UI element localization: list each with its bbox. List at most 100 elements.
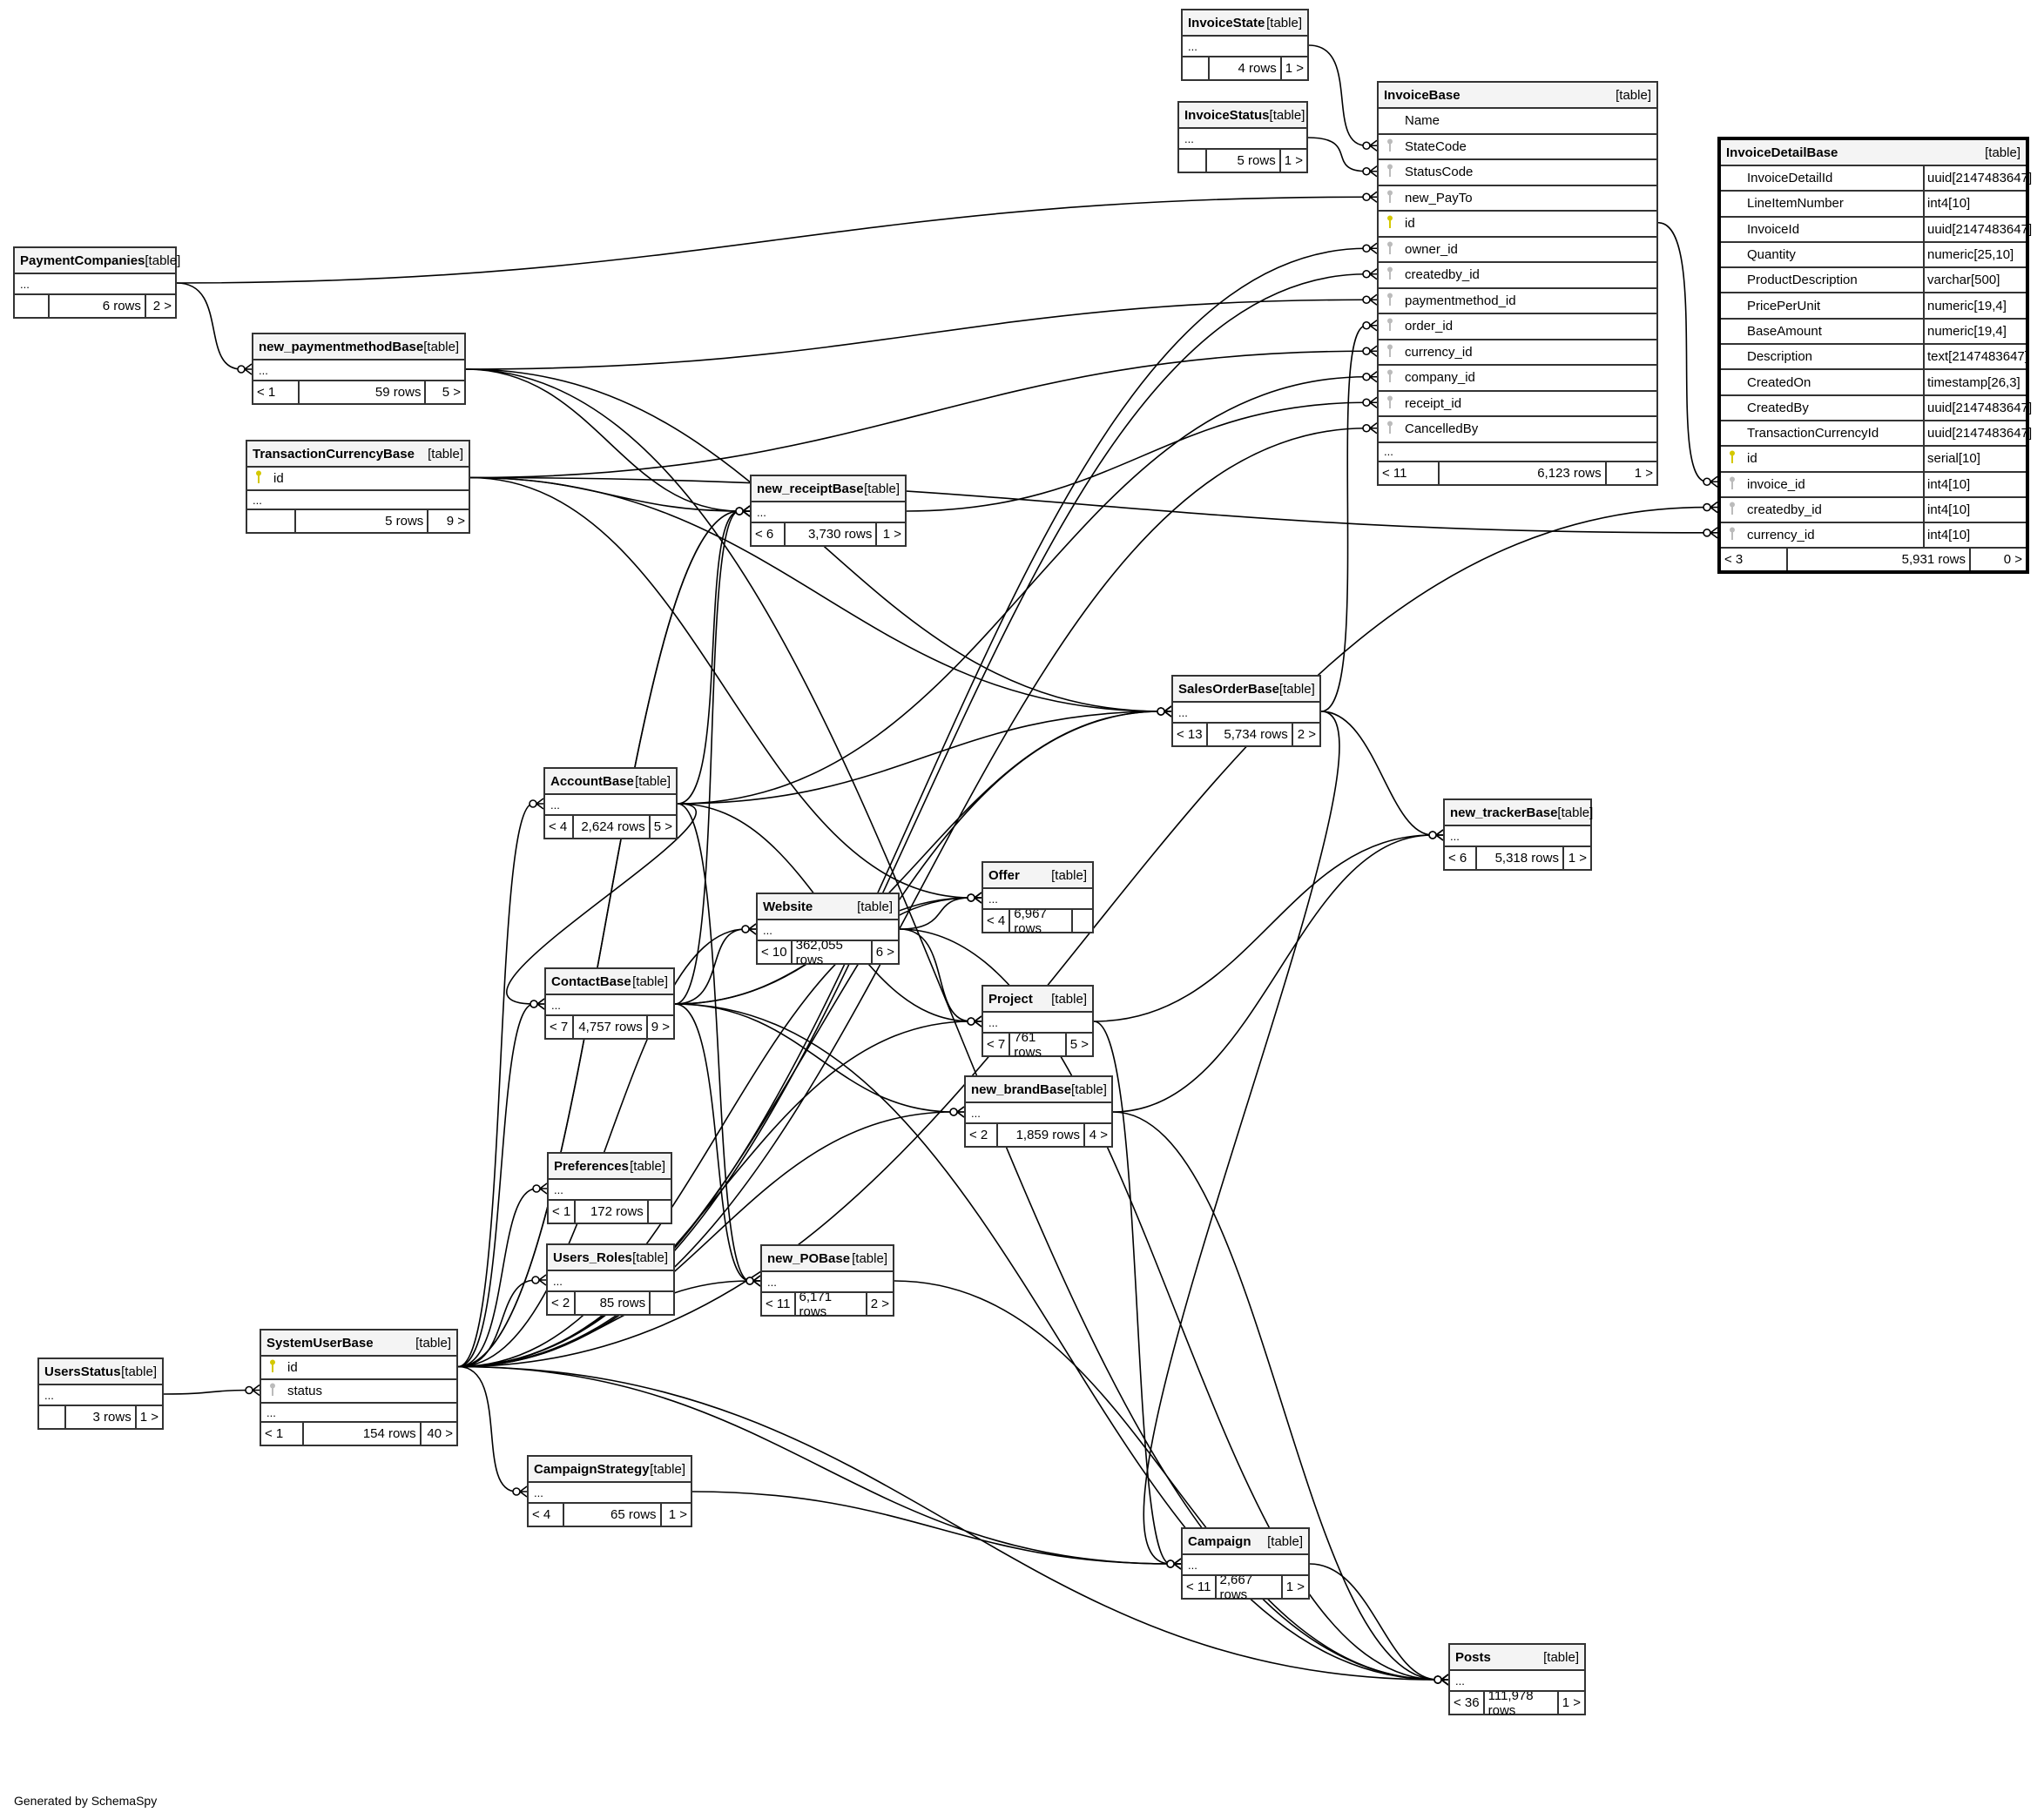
child-count-link[interactable]: 9 >: [446, 514, 465, 529]
column-name[interactable]: status: [287, 1384, 323, 1398]
table-name[interactable]: InvoiceBase: [1384, 87, 1460, 103]
table-header[interactable]: InvoiceState[table]: [1183, 10, 1307, 37]
more-columns-ellipsis[interactable]: ...: [529, 1483, 691, 1504]
column-name[interactable]: CancelledBy: [1405, 421, 1479, 437]
table-header[interactable]: PaymentCompanies[table]: [15, 248, 180, 274]
more-columns-ellipsis[interactable]: ...: [261, 1404, 456, 1423]
table-header[interactable]: Offer[table]: [983, 863, 1092, 889]
column-row[interactable]: id: [247, 468, 469, 491]
column-row[interactable]: id: [261, 1357, 456, 1380]
table-header[interactable]: SalesOrderBase[table]: [1173, 677, 1319, 703]
table-header[interactable]: ContactBase[table]: [546, 969, 673, 995]
column-row[interactable]: CancelledBy: [1379, 417, 1656, 443]
parent-count-link[interactable]: < 11: [1183, 1576, 1217, 1598]
table-header[interactable]: Posts[table]: [1450, 1645, 1584, 1671]
parent-count-link[interactable]: < 10: [758, 941, 793, 963]
more-columns-ellipsis[interactable]: ...: [549, 1180, 671, 1201]
child-count-link[interactable]: 1 >: [1568, 851, 1587, 866]
column-row[interactable]: order_id: [1379, 314, 1656, 340]
child-count-link[interactable]: 2 >: [870, 1297, 889, 1311]
column-name[interactable]: currency_id: [1405, 344, 1473, 360]
more-columns-ellipsis[interactable]: ...: [983, 1013, 1092, 1034]
table-transaction-currency-base[interactable]: TransactionCurrencyBase[table]id...5 row…: [246, 440, 470, 534]
parent-count-link[interactable]: < 11: [1379, 461, 1440, 484]
column-name[interactable]: id: [1405, 216, 1415, 232]
column-name[interactable]: paymentmethod_id: [1405, 293, 1516, 308]
column-row[interactable]: owner_id: [1379, 238, 1656, 263]
column-row[interactable]: status: [261, 1380, 456, 1404]
parent-count-link[interactable]: < 2: [966, 1124, 998, 1146]
column-row[interactable]: StatusCode: [1379, 160, 1656, 186]
parent-count-link[interactable]: < 6: [1445, 847, 1477, 869]
table-name[interactable]: Website: [763, 899, 813, 914]
table-name[interactable]: new_trackerBase: [1450, 805, 1558, 820]
table-name[interactable]: Project: [988, 991, 1033, 1007]
parent-count-link[interactable]: [15, 295, 51, 317]
column-name[interactable]: Name: [1405, 113, 1440, 129]
column-name[interactable]: StatusCode: [1405, 165, 1474, 180]
parent-count-link[interactable]: < 1: [253, 381, 300, 403]
column-name[interactable]: TransactionCurrencyId: [1747, 426, 1879, 441]
column-name[interactable]: ProductDescription: [1747, 273, 1858, 288]
more-columns-ellipsis[interactable]: ...: [15, 274, 175, 295]
column-name[interactable]: CreatedOn: [1747, 374, 1811, 390]
more-columns-ellipsis[interactable]: ...: [545, 795, 676, 816]
column-name[interactable]: company_id: [1405, 370, 1475, 386]
parent-count-link[interactable]: < 11: [762, 1293, 796, 1315]
table-name[interactable]: new_paymentmethodBase: [259, 339, 424, 354]
column-name[interactable]: Description: [1747, 349, 1813, 365]
parent-count-link[interactable]: < 1: [549, 1201, 577, 1223]
table-header[interactable]: new_POBase[table]: [762, 1246, 893, 1272]
table-header[interactable]: SystemUserBase[table]: [261, 1331, 456, 1357]
child-count-link[interactable]: 1 >: [1562, 1695, 1581, 1710]
table-name[interactable]: SalesOrderBase: [1178, 681, 1279, 697]
column-name[interactable]: order_id: [1405, 319, 1454, 334]
child-count-link[interactable]: 2 >: [1297, 727, 1316, 742]
column-row[interactable]: paymentmethod_id: [1379, 289, 1656, 314]
table-header[interactable]: UsersStatus[table]: [39, 1359, 162, 1385]
parent-count-link[interactable]: < 1: [261, 1423, 305, 1445]
child-count-link[interactable]: 4 >: [1089, 1128, 1108, 1142]
column-name[interactable]: InvoiceDetailId: [1747, 171, 1833, 186]
table-header[interactable]: Preferences[table]: [549, 1154, 671, 1180]
table-header[interactable]: InvoiceBase[table]: [1379, 83, 1656, 109]
child-count-link[interactable]: [649, 1201, 671, 1223]
column-row[interactable]: currency_id: [1379, 340, 1656, 366]
column-row[interactable]: company_id: [1379, 366, 1656, 392]
column-row[interactable]: id: [1379, 212, 1656, 238]
column-name[interactable]: StateCode: [1405, 138, 1467, 154]
table-header[interactable]: AccountBase[table]: [545, 769, 676, 795]
column-name[interactable]: receipt_id: [1405, 395, 1462, 411]
column-name[interactable]: owner_id: [1405, 241, 1458, 257]
table-header[interactable]: new_receiptBase[table]: [752, 476, 905, 502]
more-columns-ellipsis[interactable]: ...: [1183, 1555, 1308, 1576]
table-name[interactable]: SystemUserBase: [266, 1335, 374, 1351]
parent-count-link[interactable]: [1183, 57, 1211, 79]
table-name[interactable]: UsersStatus: [44, 1364, 121, 1379]
more-columns-ellipsis[interactable]: ...: [247, 491, 469, 510]
parent-count-link[interactable]: < 3: [1721, 549, 1788, 571]
table-name[interactable]: InvoiceDetailBase: [1726, 145, 1838, 160]
table-name[interactable]: InvoiceState: [1188, 15, 1265, 30]
child-count-link[interactable]: 1 >: [882, 527, 901, 542]
column-name[interactable]: BaseAmount: [1747, 323, 1822, 339]
